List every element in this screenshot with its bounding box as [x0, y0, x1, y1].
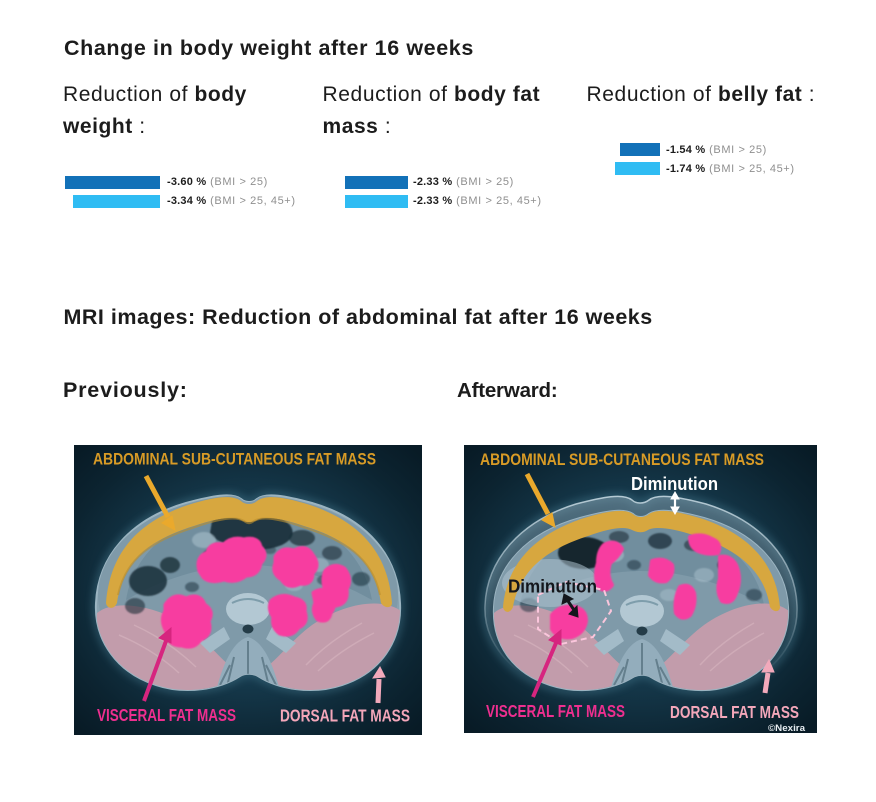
- svg-text:VISCERAL FAT MASS: VISCERAL FAT MASS: [97, 705, 236, 725]
- svg-text:©Nexira: ©Nexira: [768, 723, 806, 733]
- svg-text:Diminution: Diminution: [508, 577, 597, 597]
- svg-text:Diminution: Diminution: [631, 474, 718, 494]
- svg-text:ABDOMINAL SUB-CUTANEOUS FAT MA: ABDOMINAL SUB-CUTANEOUS FAT MASS: [93, 451, 376, 469]
- svg-text:DORSAL FAT MASS: DORSAL FAT MASS: [280, 706, 410, 726]
- svg-text:VISCERAL FAT MASS: VISCERAL FAT MASS: [486, 701, 625, 721]
- svg-text:DORSAL FAT MASS: DORSAL FAT MASS: [670, 702, 799, 722]
- svg-text:ABDOMINAL SUB-CUTANEOUS FAT MA: ABDOMINAL SUB-CUTANEOUS FAT MASS: [480, 451, 764, 469]
